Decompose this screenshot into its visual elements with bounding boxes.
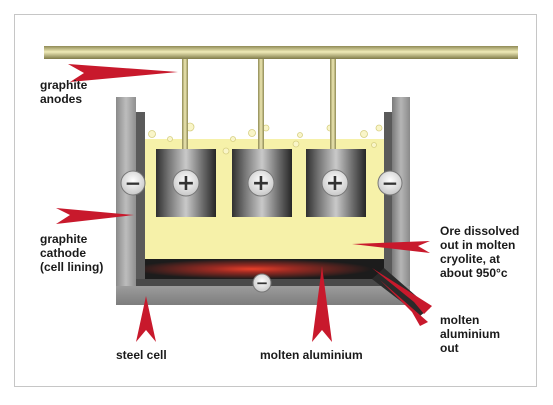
arrow-molten-aluminium	[312, 266, 332, 342]
cathode-minus-right: −	[377, 170, 403, 196]
cell-wall-bottom	[116, 286, 410, 305]
cell-wall-right	[392, 97, 410, 305]
lining-left	[136, 112, 145, 286]
label-steel-cell: steel cell	[116, 348, 167, 362]
cathode-minus-bottom: −	[252, 273, 272, 293]
anode-charge-2: +	[252, 171, 270, 196]
charge-symbols: + + + − − −	[120, 169, 403, 293]
pointer-arrows	[56, 64, 432, 342]
arrow-steel-cell	[136, 296, 156, 342]
steel-cell	[116, 97, 410, 305]
molten-aluminium-layer	[145, 259, 384, 279]
cathode-minus-left: −	[120, 170, 146, 196]
arrow-molten-out-1	[372, 268, 432, 314]
anode-plus-1: +	[172, 169, 200, 197]
label-graphite-cathode: graphite cathode (cell lining)	[40, 232, 104, 274]
anode-rod-1	[182, 59, 188, 151]
anode-rods	[182, 59, 336, 151]
arrow-ore	[352, 241, 430, 253]
arrow-molten-out-2	[380, 280, 428, 326]
cathode-charge-left: −	[125, 171, 142, 195]
label-ore-dissolved: Ore dissolved out in molten cryolite, at…	[440, 224, 520, 280]
cell-wall-left	[116, 97, 136, 305]
anode-charge-3: +	[326, 171, 344, 196]
anode-charge-1: +	[177, 171, 195, 196]
label-molten-aluminium-out: molten aluminium out	[440, 313, 501, 355]
cathode-charge-bottom: −	[256, 274, 269, 292]
anode-rod-3	[330, 59, 336, 151]
arrow-cathode	[56, 208, 134, 224]
lining-right	[384, 112, 392, 286]
graphite-anode-busbar	[44, 46, 518, 59]
label-molten-aluminium: molten aluminium	[260, 348, 363, 362]
aluminium-outlet	[372, 268, 430, 316]
anode-rod-2	[258, 59, 264, 151]
arrow-anodes	[68, 64, 178, 82]
anode-plus-2: +	[247, 169, 275, 197]
cathode-charge-right: −	[382, 171, 399, 195]
anode-plus-3: +	[321, 169, 349, 197]
label-graphite-anodes: graphite anodes	[40, 78, 88, 106]
